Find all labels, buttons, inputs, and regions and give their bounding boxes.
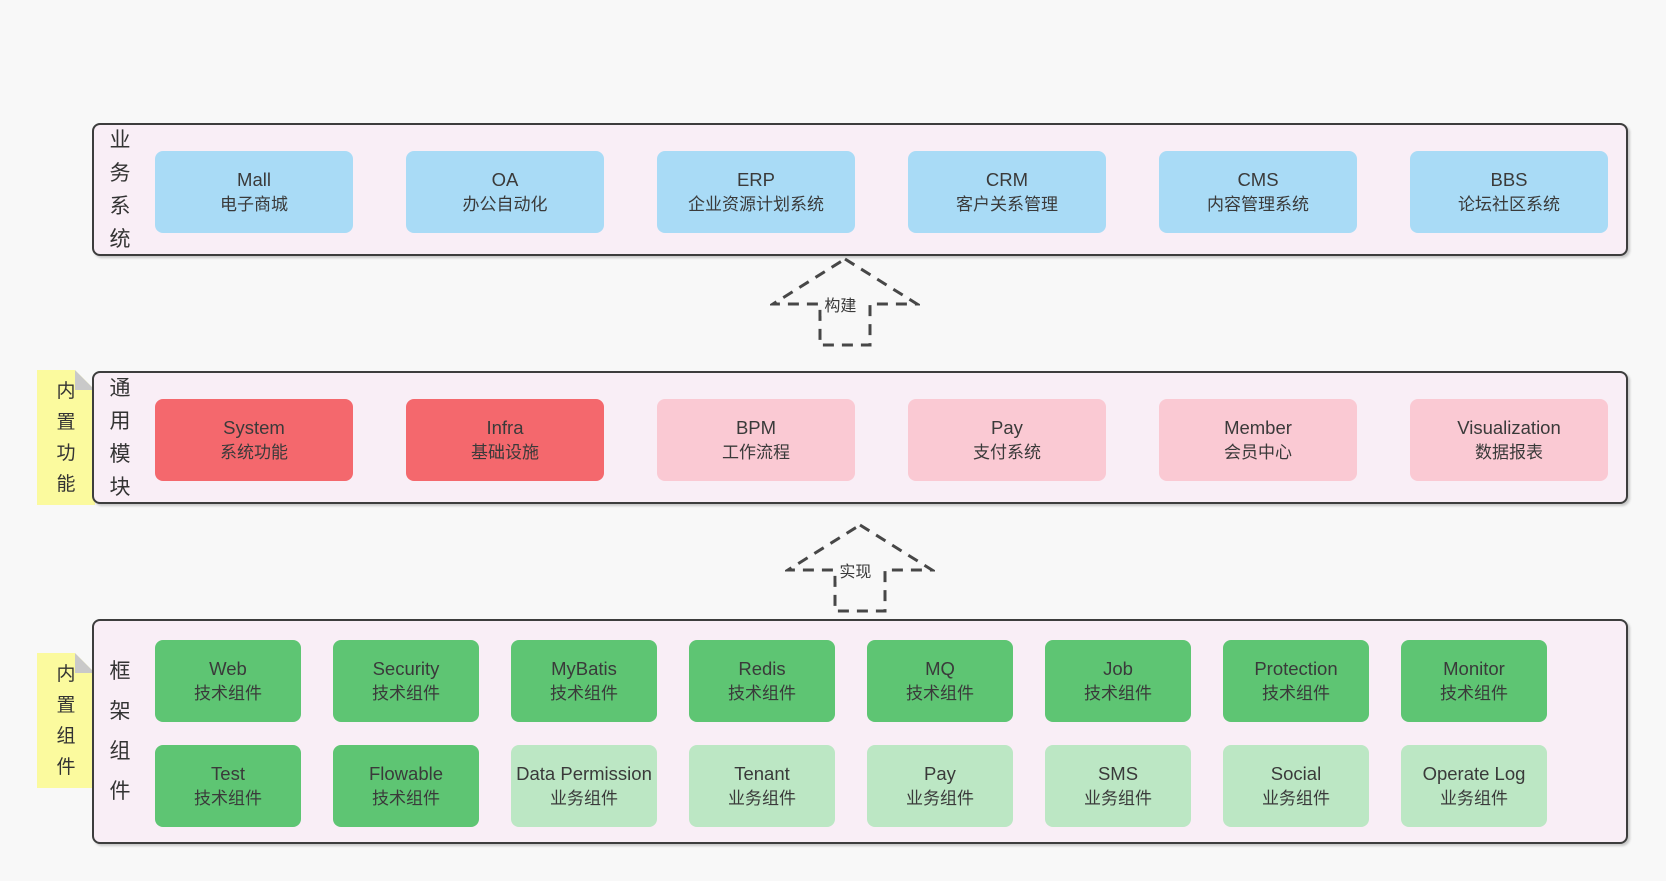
box-name: BPM bbox=[735, 417, 777, 439]
dashed-up-arrow-implement: 实现 bbox=[785, 522, 935, 614]
box-name: SMS bbox=[1097, 763, 1139, 785]
box-visualization: Visualization 数据报表 bbox=[1410, 399, 1608, 481]
box-name: Mall bbox=[237, 169, 271, 191]
box-bbs: BBS 论坛社区系统 bbox=[1410, 151, 1608, 233]
sticky-note-built-in-components: 内置组件 bbox=[37, 653, 95, 788]
dashed-up-arrow-build: 构建 bbox=[770, 256, 920, 348]
box-name: MQ bbox=[925, 658, 955, 680]
box-desc: 技术组件 bbox=[194, 684, 262, 704]
box-job: Job 技术组件 bbox=[1045, 640, 1191, 722]
box-desc: 企业资源计划系统 bbox=[688, 195, 824, 215]
box-name: Pay bbox=[991, 417, 1023, 439]
box-monitor: Monitor 技术组件 bbox=[1401, 640, 1547, 722]
box-desc: 技术组件 bbox=[194, 789, 262, 809]
box-oa: OA 办公自动化 bbox=[406, 151, 604, 233]
box-desc: 业务组件 bbox=[550, 789, 618, 809]
box-name: Pay bbox=[924, 763, 956, 785]
sticky-label: 内置功能 bbox=[56, 381, 76, 495]
box-name: CMS bbox=[1237, 169, 1279, 191]
box-name: OA bbox=[491, 169, 519, 191]
box-name: Test bbox=[211, 763, 245, 785]
box-desc: 业务组件 bbox=[1084, 789, 1152, 809]
box-desc: 业务组件 bbox=[728, 789, 796, 809]
box-name: System bbox=[223, 417, 285, 439]
box-name: Operate Log bbox=[1422, 763, 1526, 785]
box-name: Web bbox=[209, 658, 247, 680]
box-web: Web 技术组件 bbox=[155, 640, 301, 722]
box-crm: CRM 客户关系管理 bbox=[908, 151, 1106, 233]
box-desc: 技术组件 bbox=[372, 789, 440, 809]
box-name: Member bbox=[1224, 417, 1292, 439]
box-desc: 客户关系管理 bbox=[956, 195, 1058, 215]
layer-label-business-systems: 业务系统 bbox=[109, 128, 131, 251]
box-pay-system: Pay 支付系统 bbox=[908, 399, 1106, 481]
box-desc: 会员中心 bbox=[1224, 443, 1292, 463]
box-name: ERP bbox=[736, 169, 776, 191]
box-desc: 系统功能 bbox=[220, 443, 288, 463]
sticky-note-built-in-features: 内置功能 bbox=[37, 370, 95, 505]
box-desc: 数据报表 bbox=[1475, 443, 1543, 463]
box-bpm: BPM 工作流程 bbox=[657, 399, 855, 481]
box-name: Monitor bbox=[1443, 658, 1505, 680]
box-desc: 工作流程 bbox=[722, 443, 790, 463]
box-desc: 技术组件 bbox=[728, 684, 796, 704]
box-name: Protection bbox=[1254, 658, 1338, 680]
box-flowable: Flowable 技术组件 bbox=[333, 745, 479, 827]
box-name: BBS bbox=[1490, 169, 1528, 191]
box-desc: 支付系统 bbox=[973, 443, 1041, 463]
layer-label-common-modules: 通用模块 bbox=[109, 376, 131, 499]
arrow-label-build: 构建 bbox=[821, 291, 860, 316]
box-mq: MQ 技术组件 bbox=[867, 640, 1013, 722]
box-name: Job bbox=[1103, 658, 1133, 680]
box-erp: ERP 企业资源计划系统 bbox=[657, 151, 855, 233]
box-test: Test 技术组件 bbox=[155, 745, 301, 827]
box-desc: 业务组件 bbox=[906, 789, 974, 809]
box-mall: Mall 电子商城 bbox=[155, 151, 353, 233]
box-name: MyBatis bbox=[551, 658, 617, 680]
box-desc: 业务组件 bbox=[1262, 789, 1330, 809]
box-desc: 技术组件 bbox=[372, 684, 440, 704]
layer-framework-components: 框架组件 Web 技术组件 Security 技术组件 MyBatis 技术组件… bbox=[92, 619, 1628, 844]
box-protection: Protection 技术组件 bbox=[1223, 640, 1369, 722]
box-mybatis: MyBatis 技术组件 bbox=[511, 640, 657, 722]
box-name: Redis bbox=[738, 658, 786, 680]
box-desc: 电子商城 bbox=[220, 195, 288, 215]
box-name: Visualization bbox=[1457, 417, 1561, 439]
box-name: Social bbox=[1270, 763, 1322, 785]
box-social: Social 业务组件 bbox=[1223, 745, 1369, 827]
box-desc: 内容管理系统 bbox=[1207, 195, 1309, 215]
box-security: Security 技术组件 bbox=[333, 640, 479, 722]
box-desc: 基础设施 bbox=[471, 443, 539, 463]
box-desc: 业务组件 bbox=[1440, 789, 1508, 809]
box-desc: 技术组件 bbox=[906, 684, 974, 704]
box-cms: CMS 内容管理系统 bbox=[1159, 151, 1357, 233]
box-name: Security bbox=[372, 658, 440, 680]
box-name: Infra bbox=[486, 417, 524, 439]
box-pay-component: Pay 业务组件 bbox=[867, 745, 1013, 827]
box-name: Data Permission bbox=[516, 763, 652, 785]
box-operate-log: Operate Log 业务组件 bbox=[1401, 745, 1547, 827]
box-desc: 技术组件 bbox=[1262, 684, 1330, 704]
box-name: Flowable bbox=[368, 763, 444, 785]
layer-label-framework-components: 框架组件 bbox=[109, 659, 131, 803]
box-sms: SMS 业务组件 bbox=[1045, 745, 1191, 827]
box-desc: 办公自动化 bbox=[462, 195, 548, 215]
sticky-label: 内置组件 bbox=[56, 664, 76, 778]
box-tenant: Tenant 业务组件 bbox=[689, 745, 835, 827]
box-member: Member 会员中心 bbox=[1159, 399, 1357, 481]
box-desc: 技术组件 bbox=[550, 684, 618, 704]
box-redis: Redis 技术组件 bbox=[689, 640, 835, 722]
box-name: CRM bbox=[985, 169, 1029, 191]
layer-business-systems: 业务系统 Mall 电子商城 OA 办公自动化 ERP 企业资源计划系统 CRM… bbox=[92, 123, 1628, 256]
box-desc: 技术组件 bbox=[1440, 684, 1508, 704]
box-data-permission: Data Permission 业务组件 bbox=[511, 745, 657, 827]
box-name: Tenant bbox=[734, 763, 790, 785]
box-infra: Infra 基础设施 bbox=[406, 399, 604, 481]
box-desc: 技术组件 bbox=[1084, 684, 1152, 704]
box-desc: 论坛社区系统 bbox=[1458, 195, 1560, 215]
layer-common-modules: 通用模块 System 系统功能 Infra 基础设施 BPM 工作流程 Pay… bbox=[92, 371, 1628, 504]
arrow-label-implement: 实现 bbox=[836, 557, 875, 582]
box-system: System 系统功能 bbox=[155, 399, 353, 481]
